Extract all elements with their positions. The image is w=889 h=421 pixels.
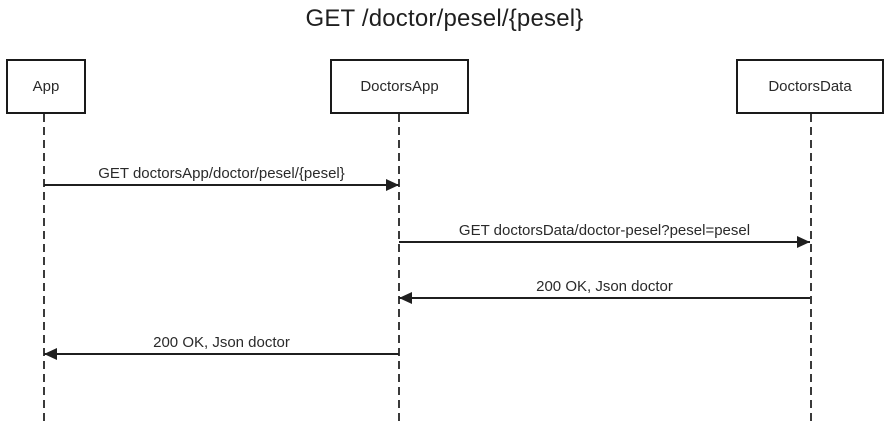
message-arrow-get-doctor-pesel-query: GET doctorsData/doctor-pesel?pesel=pesel [399, 222, 810, 248]
arrowhead-left-icon [44, 348, 57, 360]
actor-box-doctorsapp: DoctorsApp [330, 59, 469, 114]
arrowhead-right-icon [797, 236, 810, 248]
lifeline-doctorsdata [810, 114, 812, 421]
message-label: 200 OK, Json doctor [153, 334, 290, 351]
arrowhead-right-icon [386, 179, 399, 191]
message-arrow-200-ok-to-doctorsapp: 200 OK, Json doctor [399, 278, 810, 304]
arrowhead-left-icon [399, 292, 412, 304]
actor-label-doctorsdata: DoctorsData [768, 78, 852, 95]
diagram-title: GET /doctor/pesel/{pesel} [305, 5, 584, 32]
message-label: GET doctorsApp/doctor/pesel/{pesel} [98, 165, 345, 182]
actor-label-app: App [32, 78, 60, 95]
actor-box-doctorsdata: DoctorsData [736, 59, 884, 114]
message-label: 200 OK, Json doctor [536, 278, 673, 295]
lifeline-doctorsapp [398, 114, 400, 421]
lifeline-app [43, 114, 45, 421]
actor-label-doctorsapp: DoctorsApp [360, 78, 439, 95]
message-arrow-200-ok-to-app: 200 OK, Json doctor [44, 334, 399, 360]
message-label: GET doctorsData/doctor-pesel?pesel=pesel [458, 222, 751, 239]
actor-box-app: App [6, 59, 86, 114]
message-arrow-get-doctor-pesel: GET doctorsApp/doctor/pesel/{pesel} [44, 165, 399, 191]
